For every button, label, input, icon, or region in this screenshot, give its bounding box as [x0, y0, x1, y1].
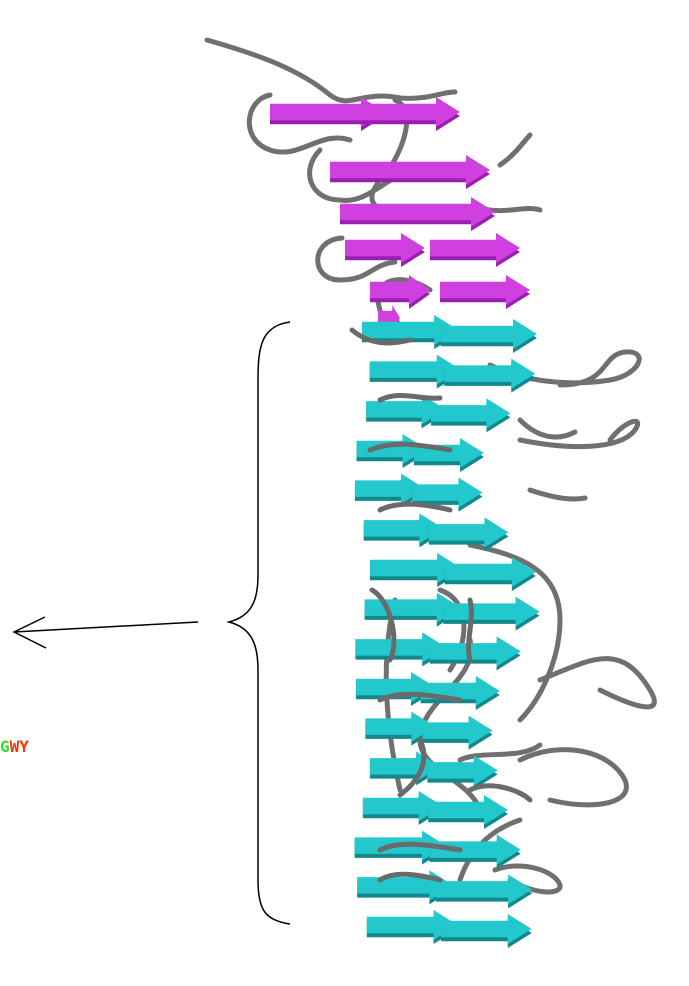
- beta-strand-ladder: [270, 97, 540, 948]
- left-arrow: [14, 617, 198, 648]
- motif-letter-g: G: [0, 738, 10, 756]
- motif-letter-w: W: [10, 738, 20, 756]
- sequence-motif-label: GWY: [0, 738, 29, 756]
- repeat-region-brace: [229, 322, 290, 924]
- motif-letter-y: Y: [19, 738, 29, 756]
